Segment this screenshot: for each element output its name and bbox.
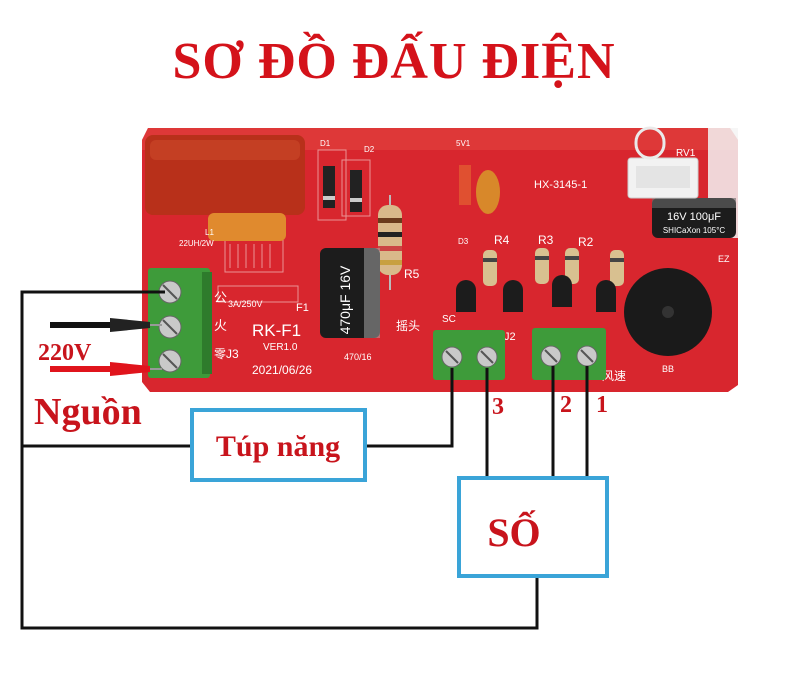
d2-label: D2 [364,145,375,154]
swing-label: 摇头 [396,319,420,333]
terminal-number-1: 1 [596,392,608,418]
electrolytic-capacitor-main: 470μF 16V [320,248,380,338]
wire-live [20,290,539,630]
source-label: Nguồn [34,391,142,433]
terminal-label-n: 火 [214,318,227,333]
small-resistors [483,248,624,286]
speed-label: SỐ [487,509,540,555]
diode-d2 [350,170,362,212]
ceramic-capacitor [476,170,500,214]
resistor-r5 [378,195,402,290]
voltage-label: 220V [38,340,92,366]
zener-diode [459,165,471,205]
r5-label: R5 [404,267,420,281]
speed-terminal-block [532,328,606,380]
wind-label: 风速 [602,369,626,383]
probe-black [50,318,162,332]
r3-label: R3 [538,233,554,247]
rv1-label: RV1 [676,148,696,159]
led-outline [634,126,666,160]
pcb-board: 470μF 16V 16V 100μF SHICaX [142,126,738,392]
zv1-label: 5V1 [456,139,471,148]
cap-small-label: 16V 100μF [667,211,721,223]
wires [20,290,589,630]
fuse-rating: 3A/250V [228,299,263,309]
d1-label: D1 [320,139,331,148]
power-terminal-block [148,268,212,378]
probe-red [50,362,162,376]
electrolytic-capacitor-small: 16V 100μF SHICaXon 105°C [652,198,736,238]
bottom-cap-value: 470/16 [344,352,372,362]
j2-label: J2 [504,331,516,343]
terminal-label-l: 公 [214,290,227,305]
swing-terminal-block [433,330,505,380]
inductor-value: 22UH/2W [179,239,214,248]
inductor-id: L1 [205,228,214,237]
ez-label: EZ [718,254,730,264]
fuse-id: F1 [296,302,309,314]
bb-label: BB [662,364,674,374]
pcb-date: 2021/06/26 [252,363,312,377]
capacitor-label: Túp năng [216,430,340,463]
terminal-number-2: 2 [560,392,572,418]
r4-label: R4 [494,233,510,247]
terminal-label-z: 零J3 [214,347,239,361]
film-capacitor [208,213,286,241]
terminal-number-3: 3 [492,394,504,420]
pcb-version: VER1.0 [263,342,298,353]
capacitor-box [190,408,367,482]
pcb-model: HX-3145-1 [534,179,587,191]
cap-small-brand: SHICaXon 105°C [663,226,726,235]
wire-cap-right [365,368,454,448]
diode-d1 [323,166,335,208]
pcb-board-name: RK-F1 [252,321,301,340]
page-title: SƠ ĐỒ ĐẤU ĐIỆN [172,30,615,90]
d3-label: D3 [458,237,469,246]
r2-label: R2 [578,235,594,249]
sc-label: SC [442,314,456,325]
cap-main-label: 470μF 16V [337,265,353,334]
triacs [456,275,616,312]
speed-box [457,476,609,578]
